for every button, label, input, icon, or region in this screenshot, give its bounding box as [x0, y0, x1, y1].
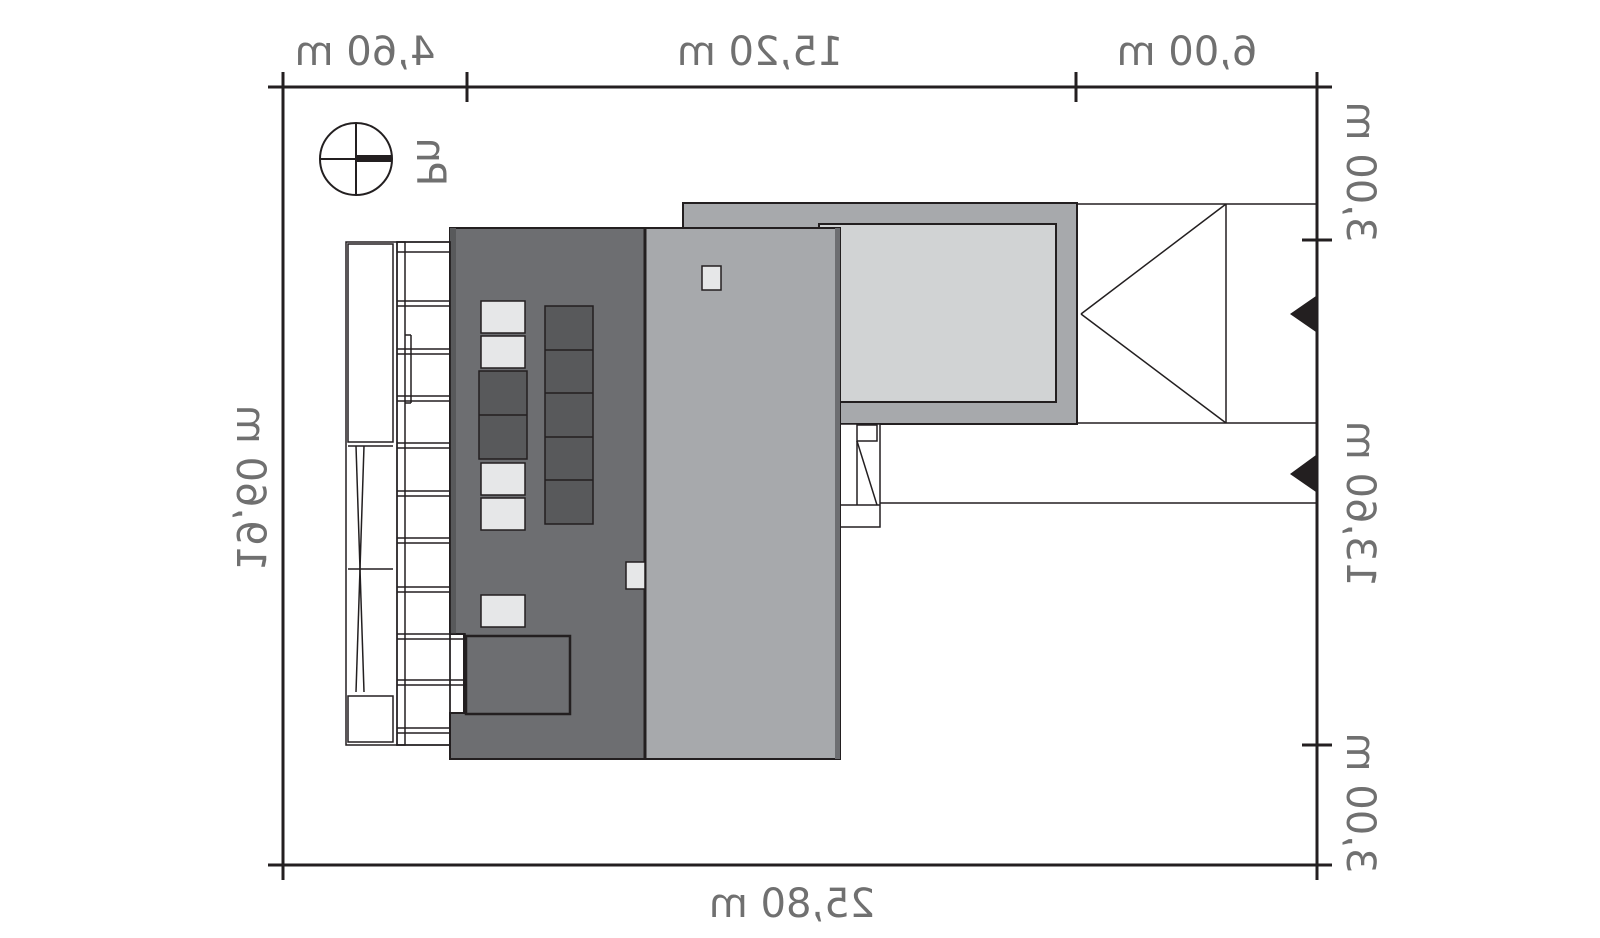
plot-boundary: [268, 72, 1332, 880]
dim-left: 19,60 m: [227, 405, 273, 571]
dim-right-bottom: 3,00 m: [1337, 733, 1383, 874]
north-label: Pn: [407, 138, 453, 187]
skylights: [480, 265, 722, 628]
triangle-icon: [1290, 296, 1316, 492]
solar-panels: [478, 305, 594, 525]
dim-right-middle: 13,60 m: [1337, 421, 1383, 587]
dim-right-top: 3,00 m: [1337, 102, 1383, 243]
pergola: [345, 241, 466, 746]
entrance-steps: [839, 423, 881, 528]
dim-bottom: 25,80 m: [709, 881, 875, 927]
dimension-labels: 4,60 m 15,20 m 6,00 m 25,80 m 19,60 m 3,…: [227, 29, 1383, 927]
dim-top-middle: 15,20 m: [677, 29, 843, 75]
dim-top-left: 4,60 m: [295, 29, 436, 75]
driveway: [880, 203, 1316, 504]
dim-top-right: 6,00 m: [1117, 29, 1258, 75]
compass-icon: [319, 122, 393, 196]
